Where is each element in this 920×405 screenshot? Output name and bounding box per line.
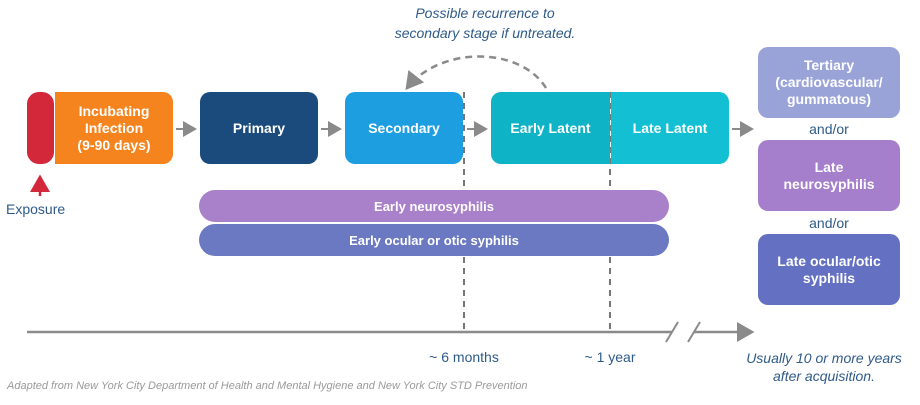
timeline-years-note: Usually 10 or more years after acquisiti…: [746, 350, 902, 384]
exposure-label: Exposure: [6, 201, 66, 217]
recurrence-note: Possible recurrence to secondary stage i…: [394, 5, 576, 41]
bar-early-neurosyphilis: Early neurosyphilis: [199, 190, 669, 222]
outcome-late-neurosyphilis: Late neurosyphilis: [758, 140, 900, 211]
stage-late-latent-label: Late Latent: [632, 119, 708, 136]
andor-label-2: and/or: [809, 215, 849, 231]
outcome-late-ocular: Late ocular/otic syphilis: [758, 234, 900, 305]
stage-secondary-label: Secondary: [368, 119, 440, 136]
timeline-one-year: ~ 1 year: [584, 349, 636, 365]
outcome-tertiary-label: Tertiary (cardiovascular/ gummatous): [775, 57, 883, 107]
outcome-tertiary: Tertiary (cardiovascular/ gummatous): [758, 47, 900, 118]
stage-early-latent: Early Latent: [491, 92, 610, 164]
axis-break-2: [687, 321, 701, 343]
stage-late-latent: Late Latent: [611, 92, 729, 164]
stage-incubating: Incubating Infection (9-90 days): [55, 92, 173, 164]
recurrence-arc: [405, 55, 548, 90]
stage-incubating-label: Incubating Infection (9-90 days): [77, 102, 151, 153]
outcome-late-ocular-label: Late ocular/otic syphilis: [777, 252, 881, 286]
bar-early-ocular: Early ocular or otic syphilis: [199, 224, 669, 256]
stage-primary: Primary: [200, 92, 318, 164]
axis-break-1: [665, 321, 679, 343]
exposure-marker: [27, 92, 54, 164]
timeline-six-months: ~ 6 months: [429, 349, 499, 365]
source-note: Adapted from New York City Department of…: [7, 380, 528, 392]
outcome-late-neurosyphilis-label: Late neurosyphilis: [783, 158, 875, 192]
bar-early-neurosyphilis-label: Early neurosyphilis: [374, 198, 494, 214]
stage-early-latent-label: Early Latent: [510, 119, 591, 136]
stage-secondary: Secondary: [345, 92, 463, 164]
bar-early-ocular-label: Early ocular or otic syphilis: [349, 232, 519, 248]
stage-primary-label: Primary: [232, 119, 286, 136]
andor-label-1: and/or: [809, 121, 849, 137]
